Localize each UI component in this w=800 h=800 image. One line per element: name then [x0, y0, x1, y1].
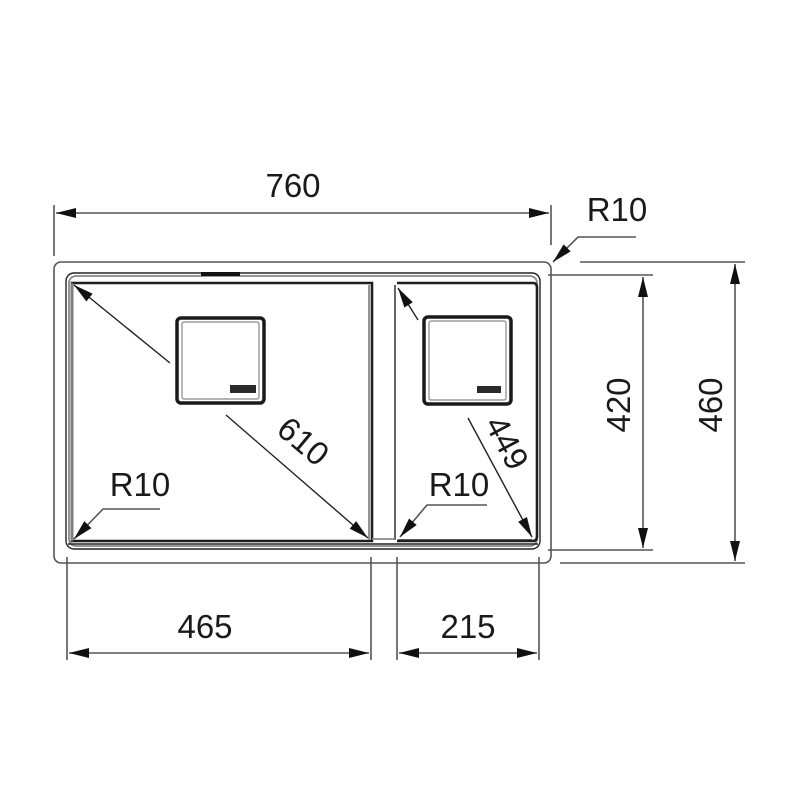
dimension-large-bowl-width: 465	[66, 557, 372, 660]
dimension-bowl-depth: 420	[548, 274, 653, 551]
dimension-large-bowl-radius: R10	[73, 466, 171, 540]
dimension-small-bowl-radius: R10	[399, 466, 490, 538]
small-drain-cover	[422, 315, 513, 406]
sink-outline	[53, 261, 552, 564]
large-bowl	[70, 281, 374, 543]
dimension-label-r10-outer: R10	[587, 191, 648, 228]
brand-logo-icon	[477, 386, 501, 393]
dimension-overall-depth: 460	[560, 261, 745, 564]
dimension-overall-width: 760	[53, 167, 552, 256]
large-drain-cover	[175, 316, 266, 405]
small-bowl	[397, 281, 539, 543]
dimension-label-610: 610	[270, 409, 336, 473]
dimension-outer-radius: R10	[552, 191, 648, 263]
overflow-slot	[201, 272, 240, 276]
dimension-label-760: 760	[265, 167, 320, 204]
dimension-label-465: 465	[177, 608, 232, 645]
dimension-label-460: 460	[692, 377, 729, 432]
brand-logo-icon	[230, 385, 256, 393]
dimension-label-r10-large: R10	[110, 466, 171, 503]
dimension-label-215: 215	[440, 608, 495, 645]
sink-rim	[65, 272, 541, 550]
dimension-label-r10-small: R10	[429, 466, 490, 503]
dimension-small-bowl-width: 215	[396, 557, 540, 660]
bowl-divider	[371, 285, 396, 540]
dimension-label-420: 420	[600, 377, 637, 432]
